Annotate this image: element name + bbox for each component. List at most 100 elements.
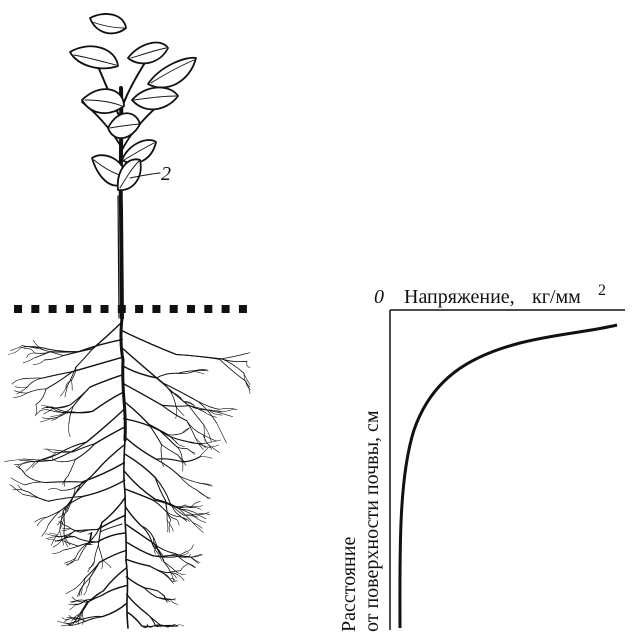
root-branch [45, 356, 64, 360]
root-branch [93, 392, 123, 411]
root-branch [219, 408, 237, 409]
root-branch [46, 482, 82, 483]
root-branch [10, 485, 23, 495]
root-branch [53, 550, 64, 553]
root-branch [191, 557, 199, 563]
root-branch [103, 603, 127, 616]
root-branch [35, 352, 50, 358]
soil-dot [204, 305, 212, 313]
x-axis-title: Напряжение, кг/мм 2 [404, 282, 606, 308]
root-branch [124, 440, 125, 480]
root-branch [222, 359, 247, 362]
root-branch [219, 353, 247, 359]
root-branch [162, 405, 187, 421]
x-axis-title-text: Напряжение, [404, 286, 515, 308]
root-branch [176, 407, 184, 416]
root-branch [90, 375, 123, 387]
root-branch [67, 560, 78, 566]
root-branch [164, 562, 176, 572]
root-branch [207, 440, 221, 443]
root-branch [23, 358, 35, 363]
root-branch [28, 378, 43, 387]
soil-dot [222, 305, 230, 313]
root-branch [48, 488, 60, 490]
root-branch [70, 387, 90, 405]
root-branch [44, 449, 55, 450]
root-branch [53, 541, 61, 548]
root-branch [74, 578, 85, 589]
root-branch [215, 412, 232, 417]
origin-label: 0 [374, 286, 384, 308]
root-branch [102, 498, 125, 523]
root-branch [123, 401, 148, 424]
root-branch [127, 600, 128, 628]
root-branch [180, 476, 197, 490]
root-branch [68, 460, 75, 477]
y-axis-title: от поверхности почвы, см Расстояние [338, 410, 383, 632]
root-branch [42, 418, 52, 419]
root-branch [61, 385, 68, 396]
root-branch [98, 546, 102, 561]
root-branch [11, 478, 25, 485]
root-branch [126, 542, 153, 556]
root-branch [198, 401, 217, 422]
soil-surface-line [14, 305, 247, 313]
root-branch [125, 520, 126, 560]
root-branch [126, 559, 150, 566]
label-root: 1 [85, 528, 95, 550]
root-branch [187, 449, 194, 453]
root-branch [95, 445, 124, 472]
root-branch [63, 546, 78, 550]
root-branch [191, 507, 201, 509]
root-branch [200, 448, 208, 457]
x-axis-unit-exponent: 2 [598, 282, 606, 299]
root-branch [68, 424, 70, 436]
soil-dot [170, 305, 178, 313]
root-branch [81, 602, 89, 614]
soil-dot [49, 305, 57, 313]
root-branch [33, 360, 45, 365]
root-branch [23, 495, 48, 502]
root-branch [191, 557, 200, 562]
root-branch [90, 562, 99, 577]
root-branch [70, 604, 75, 610]
root-branch [18, 485, 29, 492]
root-branch [192, 502, 201, 507]
root-branch [42, 525, 49, 536]
root-branch [187, 545, 194, 552]
root-branch [169, 520, 171, 533]
root-branch [170, 599, 178, 604]
root-branch [14, 462, 30, 465]
root-branch [159, 626, 160, 627]
root-branch [167, 520, 168, 532]
root-branch [98, 533, 126, 542]
soil-dot [14, 305, 22, 313]
root-branch [176, 519, 179, 525]
root-branch [33, 340, 43, 350]
y-axis-title-line2: от поверхности почвы, см [361, 410, 383, 632]
root-branch [168, 433, 182, 435]
root-branch [182, 428, 189, 433]
root-branch [123, 384, 162, 406]
root-branch [27, 353, 35, 358]
y-axis-title-line1: Расстояние [338, 537, 360, 632]
root-branch [26, 462, 35, 472]
root-branch [52, 442, 86, 460]
root-branch [26, 475, 46, 483]
root-branch [93, 322, 122, 349]
root-branch [95, 428, 124, 444]
root-branch [215, 409, 234, 412]
root-branch [60, 488, 75, 491]
root-branch [167, 571, 181, 573]
root-branch [23, 459, 52, 460]
root-branch [156, 459, 180, 476]
root-branch [46, 511, 61, 518]
root-branch [103, 560, 112, 568]
root-branch [122, 331, 176, 355]
root-branch [82, 578, 90, 587]
root-branch [124, 400, 125, 440]
root-branch [12, 379, 22, 384]
root-branch [157, 373, 178, 378]
root-branch [82, 463, 124, 482]
